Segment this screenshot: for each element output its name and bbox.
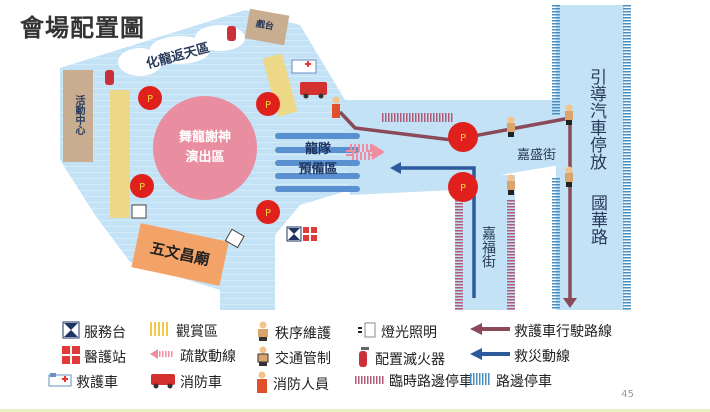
legend-label: 交通管制 bbox=[275, 351, 331, 367]
performance-area-label-line1: 舞龍謝神 bbox=[178, 130, 231, 145]
parking-marker: P bbox=[130, 174, 154, 198]
evacuation-route-arrow bbox=[346, 144, 385, 160]
svg-text:P: P bbox=[139, 182, 145, 193]
legend-label: 救護車行駛路線 bbox=[514, 324, 612, 340]
ambulance-icon bbox=[291, 59, 317, 74]
legend-item: 臨時路邊停車 bbox=[355, 371, 473, 391]
guohua-road-label: 國華路 bbox=[587, 194, 607, 245]
jiafu-street-label: 嘉福街 bbox=[480, 226, 496, 268]
parking-marker: P bbox=[256, 200, 280, 224]
legend-item: 醫護站 bbox=[62, 346, 126, 368]
performance-area bbox=[153, 96, 257, 200]
jiasheng-street-label: 嘉盛街 bbox=[517, 148, 557, 163]
legend-item: 消防人員 bbox=[255, 371, 329, 397]
rescue-route-icon bbox=[470, 347, 510, 365]
viewing-area bbox=[110, 90, 130, 218]
jiasheng-street bbox=[340, 100, 560, 195]
performance-area-label-line2: 演出區 bbox=[185, 150, 225, 165]
firefighter-icon bbox=[255, 371, 269, 397]
fire-truck-icon bbox=[150, 371, 176, 393]
medical-station-icon bbox=[303, 227, 317, 241]
service-desk-icon bbox=[286, 226, 302, 242]
legend-item: 救護車行駛路線 bbox=[470, 321, 612, 341]
parking-marker: P bbox=[138, 86, 162, 110]
legend-label: 觀賞區 bbox=[176, 324, 218, 340]
traffic-control-icon bbox=[255, 346, 271, 370]
svg-text:P: P bbox=[460, 133, 466, 144]
legend-label: 救災動線 bbox=[514, 349, 570, 365]
traffic-control-guard-icon bbox=[507, 174, 515, 195]
legend-item: 救護車 bbox=[48, 371, 118, 393]
roadside-parking bbox=[552, 5, 631, 310]
svg-text:P: P bbox=[265, 208, 271, 219]
legend-item: 交通管制 bbox=[255, 346, 331, 370]
service-desk-icon bbox=[62, 321, 80, 343]
activity-center-label: 活動中心 bbox=[73, 95, 84, 135]
legend-label: 醫護站 bbox=[84, 350, 126, 366]
legend-label: 秩序維護 bbox=[275, 326, 331, 342]
activity-center bbox=[63, 70, 93, 162]
evacuation-route-icon bbox=[150, 348, 176, 364]
lighting-icon bbox=[131, 204, 245, 249]
lighting-icon bbox=[355, 321, 377, 343]
legend-label: 臨時路邊停車 bbox=[389, 374, 473, 390]
dragon-team-label: 龍隊 預備區 bbox=[288, 140, 348, 180]
legend-item: 消防車 bbox=[150, 371, 222, 393]
legend-label: 疏散動線 bbox=[180, 349, 236, 365]
legend-item: 觀賞區 bbox=[150, 321, 218, 341]
temp-parking-icon bbox=[355, 373, 385, 389]
rescue-route bbox=[400, 166, 476, 298]
guohua-road bbox=[556, 5, 624, 310]
legend-label: 燈光照明 bbox=[381, 325, 437, 341]
viewing-area-icon bbox=[150, 321, 172, 341]
fire-extinguisher-icon bbox=[355, 346, 371, 372]
svg-text:P: P bbox=[460, 183, 466, 194]
parking-guidance-label: 引導汽車停放 bbox=[586, 68, 606, 170]
parking-marker: P bbox=[448, 172, 478, 202]
dragon-team-label-line1: 龍隊 bbox=[304, 142, 331, 157]
traffic-control-guard-icon bbox=[565, 166, 573, 187]
legend-item: 疏散動線 bbox=[150, 346, 236, 366]
legend-label: 服務台 bbox=[84, 325, 126, 341]
legend-label: 消防人員 bbox=[273, 377, 329, 393]
legend-item: 救災動線 bbox=[470, 346, 570, 366]
temp-parking bbox=[382, 113, 515, 310]
legend-label: 救護車 bbox=[76, 375, 118, 391]
svg-text:P: P bbox=[265, 100, 271, 111]
medical-station-icon bbox=[62, 346, 80, 368]
page-number: 45 bbox=[621, 389, 634, 400]
ambulance-route-icon bbox=[470, 322, 510, 340]
legend-item: 服務台 bbox=[62, 321, 126, 343]
svg-text:P: P bbox=[147, 94, 153, 105]
stage-area bbox=[244, 8, 290, 46]
footer-bar bbox=[0, 409, 710, 412]
parking-marker: P bbox=[448, 122, 478, 152]
traffic-control-guard-icon bbox=[507, 116, 515, 137]
fire-extinguisher-icon bbox=[105, 26, 236, 85]
legend-label: 消防車 bbox=[180, 375, 222, 391]
order-guard-icon bbox=[255, 321, 271, 345]
dragon-team-label-line2: 預備區 bbox=[298, 162, 338, 177]
temple-area bbox=[131, 223, 229, 286]
rescue-route-arrowhead bbox=[390, 162, 401, 174]
ambulance-route-arrowhead bbox=[563, 298, 577, 308]
legend-item: 燈光照明 bbox=[355, 321, 437, 343]
legend-item: 路邊停車 bbox=[470, 371, 552, 391]
legend-label: 路邊停車 bbox=[496, 374, 552, 390]
ambulance-icon bbox=[48, 371, 72, 393]
legend-label: 配置滅火器 bbox=[375, 352, 445, 368]
performance-area-label: 舞龍謝神 演出區 bbox=[165, 128, 245, 168]
legend-item: 配置滅火器 bbox=[355, 346, 445, 372]
page-title: 會場配置圖 bbox=[20, 14, 145, 42]
firefighter-icon bbox=[332, 96, 340, 118]
legend-item: 秩序維護 bbox=[255, 321, 331, 345]
traffic-control-guard-icon bbox=[565, 104, 573, 125]
viewing-area bbox=[262, 53, 298, 117]
parking-marker: P bbox=[256, 92, 280, 116]
dragon-team-prep-area bbox=[275, 133, 360, 192]
cloud-decoration bbox=[118, 25, 245, 76]
roadside-parking-icon bbox=[470, 372, 492, 390]
fire-truck-icon bbox=[300, 82, 327, 99]
